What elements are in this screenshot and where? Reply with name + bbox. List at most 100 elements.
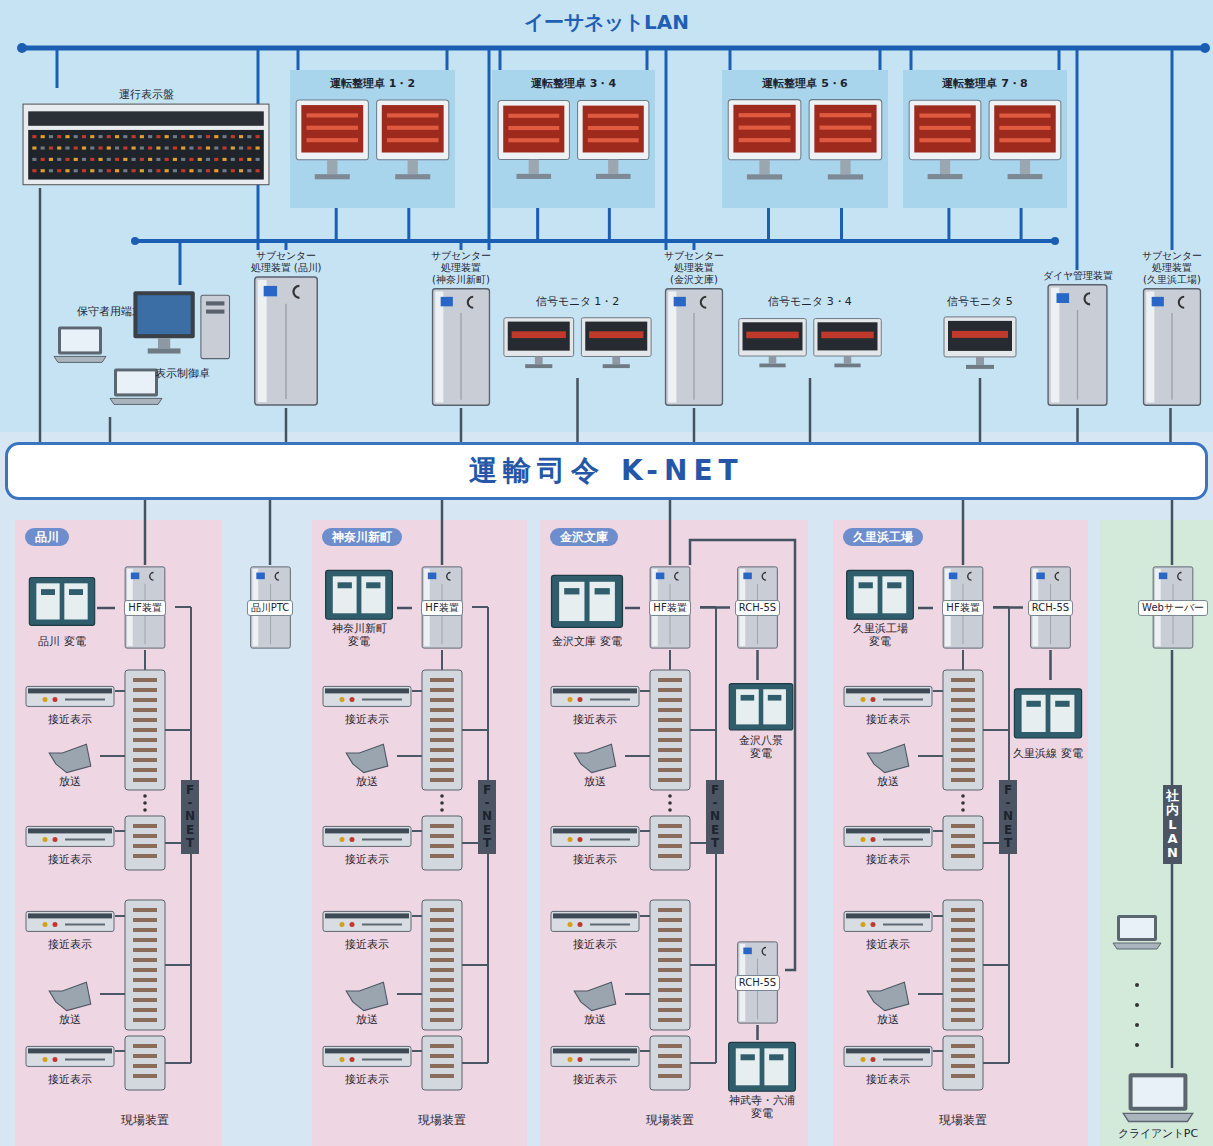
bus-end — [17, 43, 27, 53]
drawing-part — [49, 744, 91, 772]
drawing-part — [387, 114, 439, 118]
group-label: 現場装置 — [115, 1112, 175, 1129]
node-label: 放送 — [877, 775, 899, 788]
node-label: 運行表示盤 — [119, 88, 174, 101]
unit-slot — [658, 728, 682, 732]
drawing-part — [763, 689, 786, 724]
field-unit — [650, 670, 690, 790]
connector — [109, 417, 112, 442]
wire — [165, 1062, 191, 1064]
drawing-part — [728, 100, 801, 160]
drawing-part — [820, 138, 872, 142]
drawing-part — [568, 697, 573, 702]
ellipsis-dot — [440, 794, 444, 798]
unit-slot — [951, 768, 975, 772]
drawing-part — [1057, 293, 1070, 303]
drawing-part — [325, 1048, 409, 1053]
drawing-part — [165, 169, 169, 172]
drawing-part — [49, 982, 91, 1010]
unit-slot — [133, 738, 157, 742]
drawing-part — [340, 837, 345, 842]
node-label: HF装置 — [421, 600, 462, 616]
node-label: 接近表示 — [573, 713, 617, 726]
drawing-part — [1008, 174, 1043, 179]
node-label: RCH-5S — [735, 600, 780, 616]
wire — [983, 1062, 1009, 1064]
field-unit — [125, 1036, 165, 1090]
approach-display: 接近表示 — [25, 680, 115, 726]
drawing-part — [871, 697, 876, 702]
connector — [144, 500, 147, 565]
drawing-part — [173, 169, 177, 172]
drawing-part — [1133, 1077, 1184, 1106]
connector — [693, 408, 696, 442]
drawing-part — [323, 1046, 411, 1066]
unit-slot — [133, 708, 157, 712]
connector — [669, 500, 672, 565]
drawing-part — [181, 158, 185, 161]
drawing-part — [132, 158, 136, 161]
drawing-part — [578, 837, 583, 842]
disp-icon — [843, 820, 933, 853]
spk-icon — [337, 742, 397, 775]
connector — [285, 408, 288, 442]
unit-slot — [133, 834, 157, 838]
drawing-part — [23, 104, 269, 185]
drawing-part — [362, 698, 402, 700]
drawing-part — [156, 147, 160, 150]
unit-slot — [658, 778, 682, 782]
drawing-part — [846, 913, 930, 918]
drawing-part — [871, 837, 876, 842]
drawing-part — [214, 135, 218, 138]
drawing-part — [1123, 1113, 1193, 1121]
unit-slot — [658, 688, 682, 692]
drawing-part — [382, 105, 444, 152]
drawing-part — [1171, 313, 1172, 400]
drawing-part — [733, 105, 795, 153]
drawing-part — [729, 1042, 796, 1091]
drawing-part — [552, 575, 623, 627]
drawing-part — [156, 135, 160, 138]
mon2-icon — [492, 90, 655, 208]
drawing-part — [674, 297, 686, 306]
wire — [100, 755, 125, 757]
disp-icon — [25, 905, 115, 938]
drawing-part — [49, 158, 53, 161]
drawing-part — [256, 135, 260, 138]
drawing-part — [247, 158, 251, 161]
drawing-part — [846, 1048, 930, 1053]
wire — [918, 755, 943, 757]
drawing-part — [590, 838, 630, 840]
connector — [1171, 500, 1174, 565]
unit-slot — [951, 1074, 975, 1078]
wire — [933, 830, 943, 832]
node-label: 運転整理卓 7・8 — [942, 77, 1027, 90]
drawing-part — [460, 313, 461, 400]
drawing-part — [256, 147, 260, 150]
drawing-part — [323, 826, 411, 846]
drawing-part — [529, 160, 539, 174]
drawing-part — [435, 291, 443, 402]
approach-display: 接近表示 — [25, 1040, 115, 1086]
speaker: 放送 — [40, 742, 100, 788]
node-label: 接近表示 — [345, 713, 389, 726]
drawing-part — [883, 923, 923, 925]
drawing-part — [1159, 573, 1168, 580]
disp-icon — [550, 680, 640, 713]
unit-slot — [430, 688, 454, 692]
drawing-part — [564, 588, 579, 594]
drawing-part — [239, 135, 243, 138]
ellipsis-dot — [1135, 1023, 1139, 1027]
unit-slot — [430, 1064, 454, 1068]
drawing-part — [49, 135, 53, 138]
wire — [412, 690, 422, 692]
unit-slot — [133, 948, 157, 952]
drawing-part — [883, 838, 923, 840]
unit-slot — [430, 854, 454, 858]
wire — [165, 964, 191, 966]
ellipsis-dot — [961, 808, 965, 812]
drawing-part — [206, 301, 224, 305]
equipment-cabinet: HF装置 — [640, 565, 700, 650]
unit-slot — [658, 718, 682, 722]
wire — [933, 690, 943, 692]
